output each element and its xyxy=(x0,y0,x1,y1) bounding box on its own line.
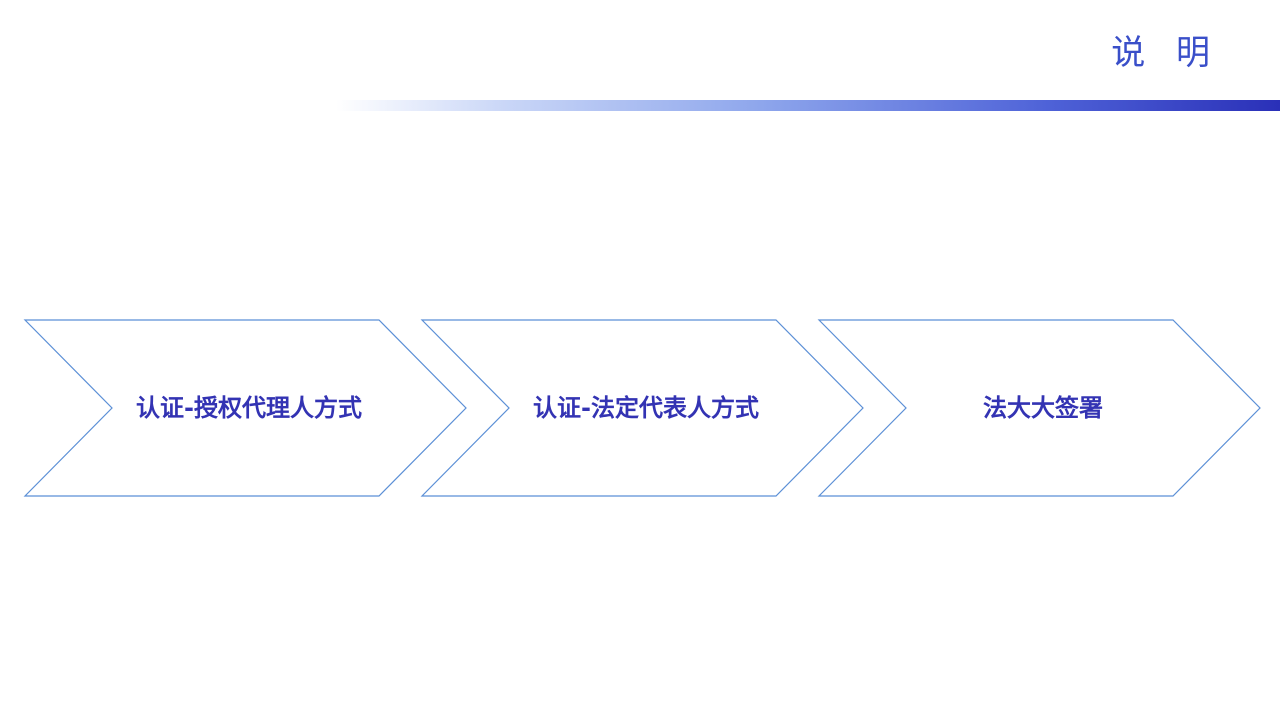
step-1-label: 认证-授权代理人方式 xyxy=(136,394,362,422)
step-2-label: 认证-法定代表人方式 xyxy=(533,394,759,422)
slide-title: 说 明 xyxy=(1111,33,1220,73)
chevron-step-1 xyxy=(23,319,467,497)
chevron-step-3 xyxy=(817,319,1261,497)
step-3-label: 法大大签署 xyxy=(983,394,1103,422)
chevron-step-2 xyxy=(420,319,864,497)
title-underline-bar xyxy=(336,100,1280,111)
